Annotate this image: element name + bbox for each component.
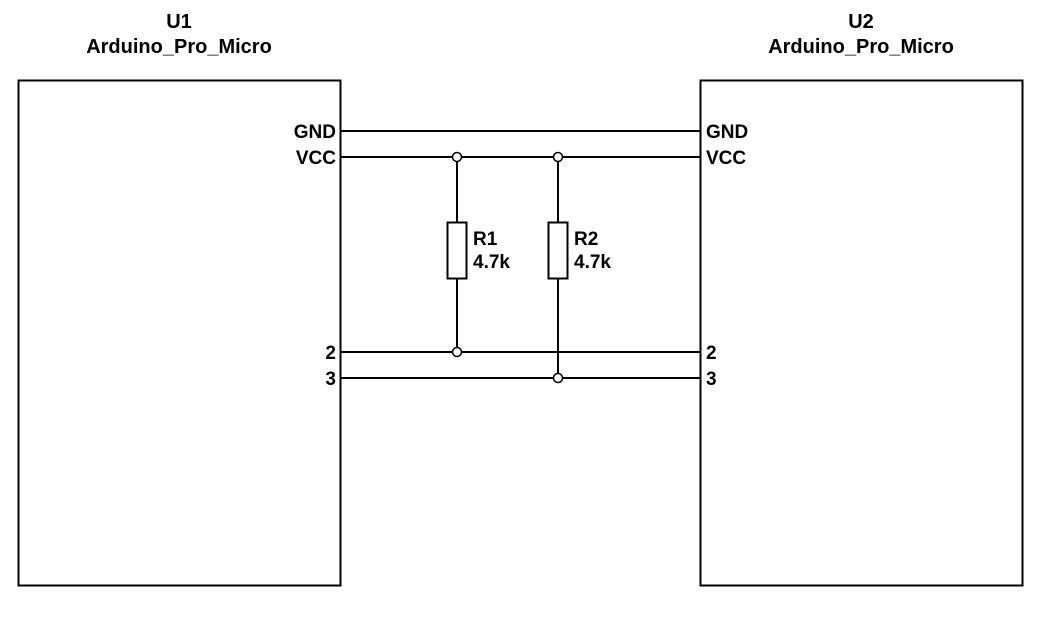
junction-vcc-r2 xyxy=(552,151,564,163)
r2-refdes-label[interactable]: R2 xyxy=(574,229,598,250)
u1-body[interactable] xyxy=(17,79,342,587)
u2-pin-2-label: 2 xyxy=(706,343,717,364)
r2-body[interactable] xyxy=(547,221,569,280)
u2-body[interactable] xyxy=(699,79,1024,587)
r1-body[interactable] xyxy=(446,221,468,280)
u1-pin-2-label: 2 xyxy=(325,343,336,364)
u1-pin-vcc-label: VCC xyxy=(296,148,336,169)
u2-refdes[interactable]: U2 xyxy=(848,11,874,33)
component-u1[interactable]: U1 Arduino_Pro_Micro GND VCC 2 3 xyxy=(17,11,342,587)
u1-pin-3-label: 3 xyxy=(325,369,336,390)
r1-value-label[interactable]: 4.7k xyxy=(473,252,510,273)
junction-vcc-r1 xyxy=(451,151,463,163)
junction-pin3-r2 xyxy=(552,372,564,384)
r2-value-label[interactable]: 4.7k xyxy=(574,252,611,273)
junction-pin2-r1 xyxy=(451,346,463,358)
u2-pin-gnd-label: GND xyxy=(706,122,748,143)
u1-refdes[interactable]: U1 xyxy=(166,11,192,33)
u1-value[interactable]: Arduino_Pro_Micro xyxy=(86,36,272,58)
r1-refdes-label[interactable]: R1 xyxy=(473,229,498,250)
u1-pin-gnd-label: GND xyxy=(294,122,336,143)
component-r2[interactable]: R2 4.7k xyxy=(547,157,612,378)
u2-pin-3-label: 3 xyxy=(706,369,717,390)
u2-pin-vcc-label: VCC xyxy=(706,148,746,169)
component-r1[interactable]: R1 4.7k xyxy=(446,157,511,352)
u2-value[interactable]: Arduino_Pro_Micro xyxy=(768,36,954,58)
component-u2[interactable]: U2 Arduino_Pro_Micro GND VCC 2 3 xyxy=(699,11,1024,587)
